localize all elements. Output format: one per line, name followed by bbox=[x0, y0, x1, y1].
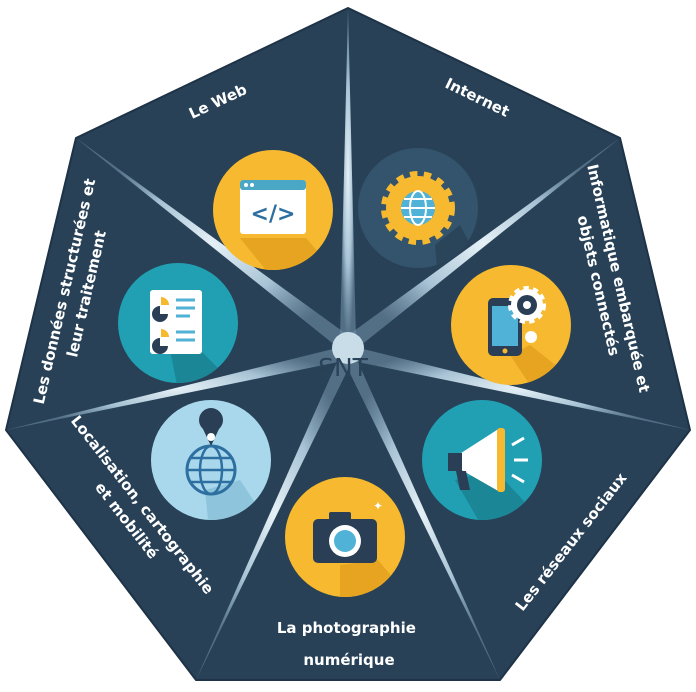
globe-gear-icon bbox=[381, 171, 455, 245]
camera-icon: ✦ bbox=[313, 499, 383, 563]
svg-text:✦: ✦ bbox=[373, 499, 383, 513]
theme-internet[interactable] bbox=[358, 148, 500, 300]
document-chart-icon bbox=[150, 290, 202, 354]
megaphone-icon bbox=[448, 428, 528, 492]
star-center bbox=[332, 332, 364, 364]
globe-pin-icon bbox=[185, 408, 237, 496]
theme-photography[interactable]: ✦ bbox=[285, 477, 420, 610]
label-photo: La photographie numérique bbox=[277, 619, 421, 669]
label-photo-line2: numérique bbox=[303, 651, 394, 669]
theme-geolocation[interactable] bbox=[151, 400, 280, 540]
label-photo-line1: La photographie bbox=[277, 619, 416, 637]
center-label: SNT bbox=[318, 353, 369, 382]
star-rays bbox=[6, 8, 690, 680]
smartphone-gear-icon bbox=[488, 286, 546, 356]
svg-text:</>: </> bbox=[251, 202, 296, 227]
theme-social-networks[interactable] bbox=[422, 400, 560, 540]
code-window-icon: </> bbox=[240, 180, 306, 234]
